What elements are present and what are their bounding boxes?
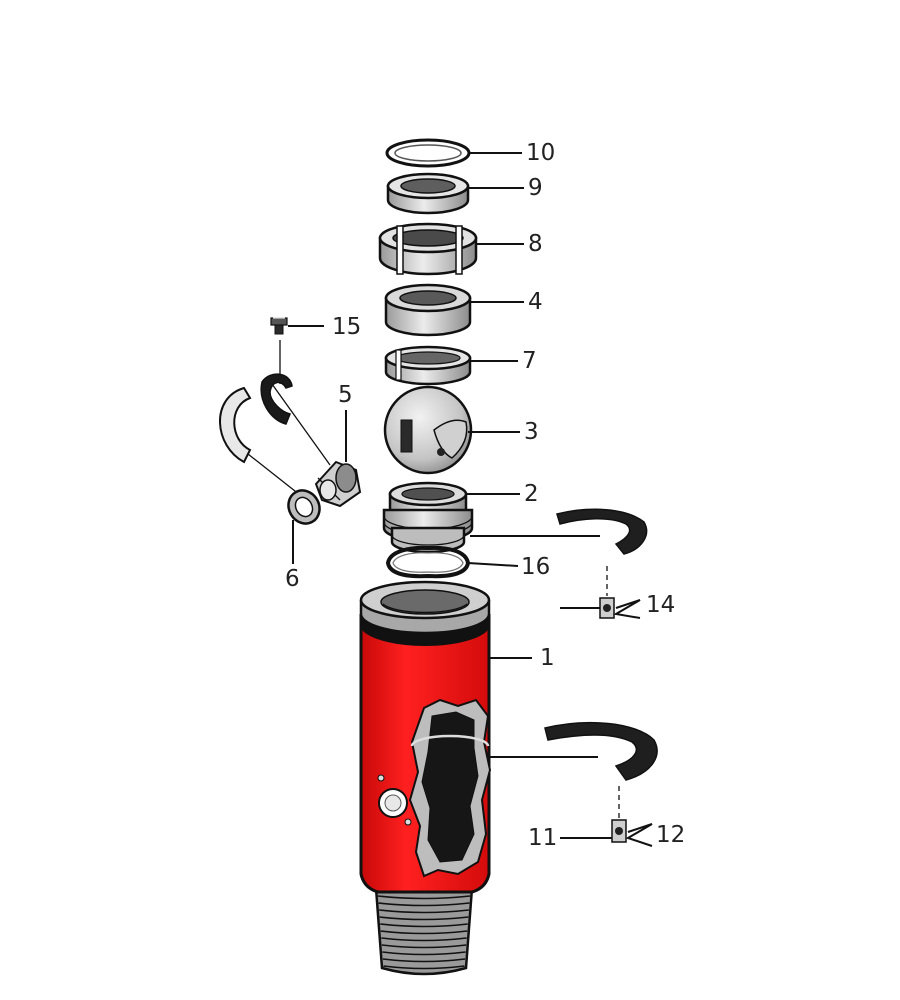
part-2-seat (382, 481, 474, 554)
thread-line (378, 902, 470, 907)
part-3-ball (383, 385, 473, 475)
part-4-seat (384, 283, 472, 337)
part-14-snap-ring (556, 508, 648, 619)
label-part-3: 3 (524, 419, 539, 445)
thread-line (379, 909, 469, 914)
thread-line (377, 895, 471, 900)
part-6-washer (287, 489, 321, 525)
label-part-9: 9 (528, 175, 543, 201)
label-part-15: 15 (332, 314, 361, 340)
label-part-11: 11 (528, 825, 557, 851)
part-10-ring (385, 138, 471, 168)
label-part-4: 4 (528, 289, 543, 315)
thread-line (380, 923, 468, 928)
label-part-12: 12 (656, 822, 685, 848)
label-part-7: 7 (522, 348, 537, 374)
label-part-6: 6 (285, 566, 300, 592)
label-part-10: 10 (526, 140, 555, 166)
part-5-stem-group (219, 340, 362, 508)
thread-line (382, 951, 466, 956)
leader-lines (288, 152, 653, 847)
part-7-split-ring (384, 345, 472, 386)
label-part-8: 8 (528, 231, 543, 257)
thread-line (381, 944, 467, 949)
thread-line (383, 965, 465, 970)
thread-line (381, 937, 467, 942)
label-part-5: 5 (338, 382, 353, 408)
label-part-1: 1 (540, 645, 555, 671)
part-8-split-ring (378, 222, 478, 276)
thread-line (380, 930, 468, 935)
part-1-body (359, 580, 492, 976)
thread-line (379, 916, 469, 921)
body-pin-threads (377, 895, 471, 970)
label-part-14: 14 (646, 592, 675, 618)
part-12-snap-ring (544, 721, 658, 843)
label-part-2: 2 (524, 481, 539, 507)
label-part-16: 16 (521, 554, 550, 580)
part-labels: 10 9 8 4 7 3 2 16 1 15 5 6 14 11 12 (285, 140, 685, 851)
thread-line (382, 958, 466, 963)
part-9-seat (386, 172, 470, 215)
part-15-cap-screw (270, 317, 288, 335)
